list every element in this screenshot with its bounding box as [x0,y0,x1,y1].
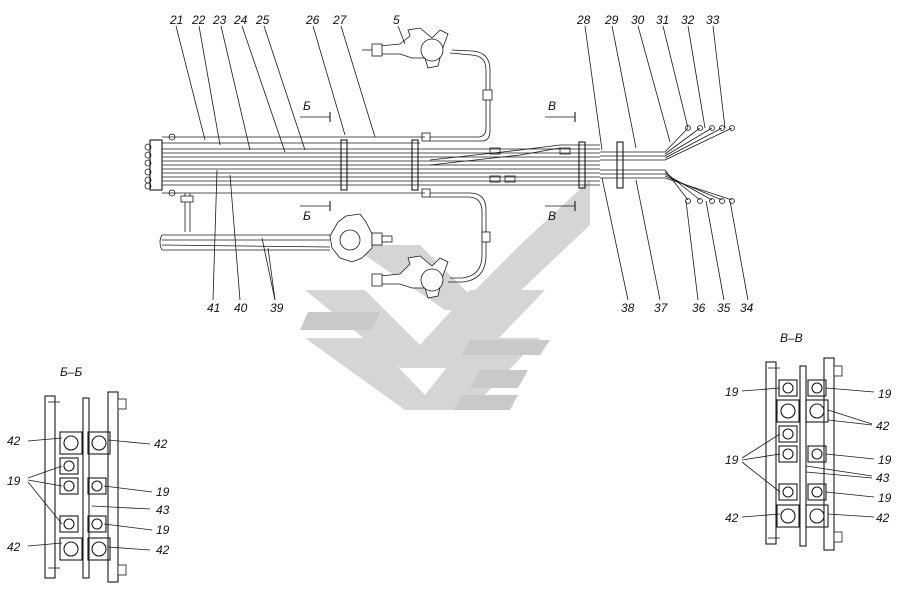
callout-41: 41 [207,301,220,315]
left-terminal-block [149,139,163,191]
bb-label-right-4: 19 [156,523,170,537]
section-vv: В–В [725,331,892,551]
bb-label-right-3: 43 [156,503,170,517]
bb-label-right-2: 19 [156,485,170,499]
section-vv-title: В–В [780,331,803,345]
callout-25: 25 [255,13,270,27]
top-callouts: 21 22 23 24 25 26 27 5 28 29 30 31 32 33 [169,13,726,153]
bb-label-left-1: 42 [7,434,21,448]
callout-24: 24 [233,13,248,27]
vv-label-right-6: 42 [876,511,890,525]
callout-40: 40 [234,301,248,315]
upper-plug-branch [362,27,493,142]
section-bb-title: Б–Б [60,365,82,379]
callout-31: 31 [656,13,669,27]
callout-23: 23 [212,13,227,27]
vv-label-right-4: 43 [876,471,890,485]
callout-35: 35 [717,301,731,315]
lower-plug-branch [159,192,491,299]
section-marker-v-bottom: В [548,209,556,223]
callout-30: 30 [631,13,645,27]
callout-37: 37 [654,301,669,315]
callout-29: 29 [604,13,619,27]
section-bb: Б–Б [7,365,170,583]
vv-label-left-2: 19 [725,453,739,467]
section-marker-v-top: В [548,99,556,113]
vv-label-right-3: 19 [878,453,892,467]
main-harness [144,125,735,204]
clamp-1 [340,139,348,191]
watermark-logo [300,180,590,410]
callout-5: 5 [393,13,400,27]
vv-label-left-1: 19 [725,385,739,399]
section-marker-b-bottom: Б [303,209,311,223]
bb-label-left-3: 42 [7,540,21,554]
callout-32: 32 [681,13,695,27]
callout-22: 22 [191,13,206,27]
callout-27: 27 [332,13,348,27]
bottom-callouts: 41 40 39 38 37 36 35 34 [207,169,754,315]
section-markers: Б Б В В [300,99,576,223]
bb-label-right-1: 42 [154,437,168,451]
vv-label-left-3: 42 [725,511,739,525]
clamp-3 [578,141,586,189]
vv-label-right-5: 19 [878,491,892,505]
vv-label-right-2: 42 [876,419,890,433]
vv-label-right-1: 19 [878,387,892,401]
callout-39: 39 [270,301,284,315]
callout-38: 38 [621,301,635,315]
section-marker-b-top: Б [303,99,311,113]
clamp-2 [411,139,419,191]
callout-36: 36 [692,301,706,315]
clamp-4 [616,141,624,189]
callout-21: 21 [169,13,183,27]
bb-label-right-5: 42 [156,543,170,557]
bb-label-left-2: 19 [7,474,21,488]
callout-34: 34 [740,301,754,315]
callout-33: 33 [706,13,720,27]
callout-28: 28 [576,13,591,27]
callout-26: 26 [305,13,320,27]
